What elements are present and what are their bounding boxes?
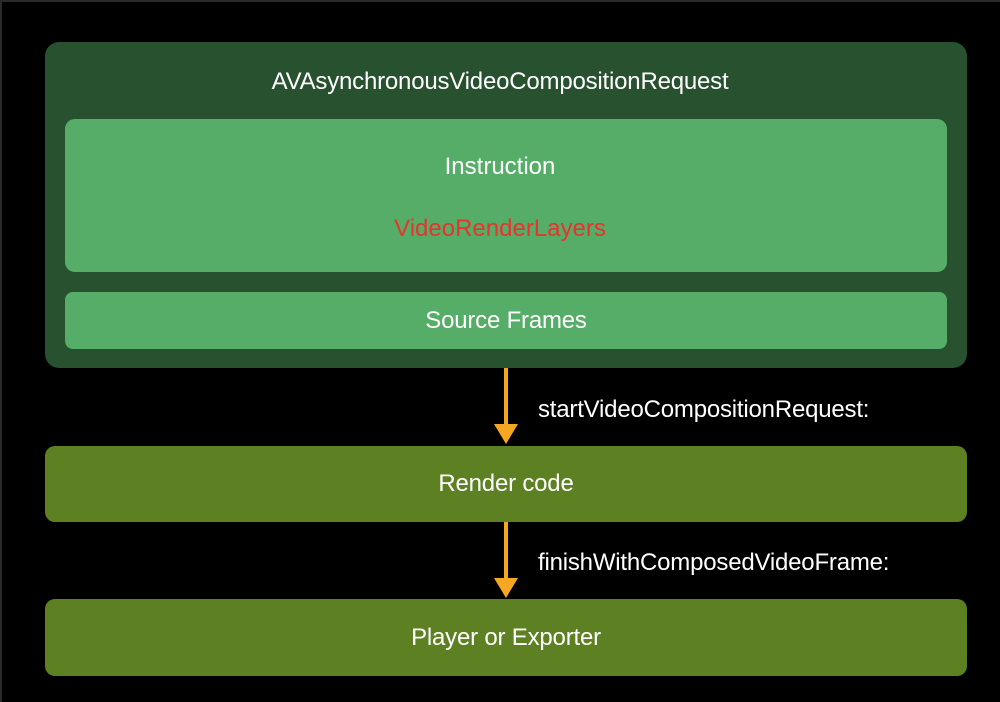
start-request-arrow-head (494, 424, 518, 444)
finish-frame-arrow-head (494, 578, 518, 598)
start-video-composition-request-label: startVideoCompositionRequest: (538, 396, 870, 423)
instruction-label: Instruction (444, 153, 556, 180)
render-code-label: Render code (438, 470, 574, 497)
video-render-layers-label: VideoRenderLayers (394, 215, 606, 242)
player-or-exporter-label: Player or Exporter (411, 623, 601, 651)
source-frames-label: Source Frames (425, 306, 587, 334)
composition-request-title: AVAsynchronousVideoCompositionRequest (271, 68, 729, 95)
frame-top-edge (0, 0, 1000, 2)
finish-with-composed-video-frame-label: finishWithComposedVideoFrame: (538, 549, 890, 576)
start-request-arrow (494, 368, 518, 444)
player-or-exporter-box: Player or Exporter (45, 599, 967, 676)
render-code-box: Render code (45, 446, 967, 522)
instruction-box (65, 119, 947, 272)
frame-left-edge (0, 0, 2, 702)
source-frames-box: Source Frames (65, 292, 947, 349)
finish-frame-arrow (494, 522, 518, 598)
